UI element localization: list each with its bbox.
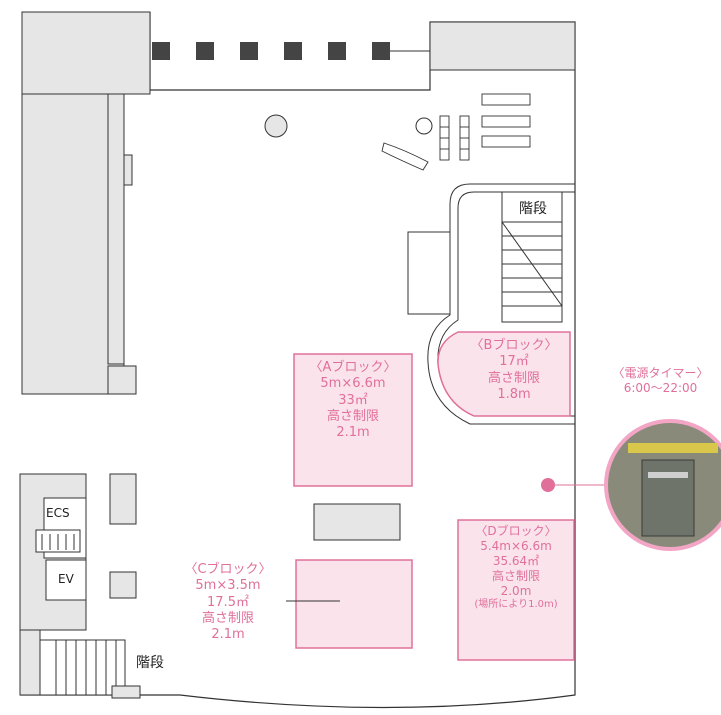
lower-left-structure [19,473,141,699]
block-a-dims: 5m×6.6m [320,376,386,392]
block-c-height-label: 高さ制限 [201,610,254,626]
power-timer-hours: 6:00〜22:00 [623,381,698,395]
block-a-label: 〈Aブロック〉 5m×6.6m 33㎡ 高さ制限 2.1m [294,360,412,441]
side-wall-panel [407,231,451,315]
block-c-height-value: 2.1m [211,627,245,642]
block-b-height-value: 1.8m [497,386,531,402]
column-row [152,42,430,60]
power-timer-marker [541,478,555,492]
block-b-area [437,331,571,417]
block-a-area: 33㎡ [338,392,368,408]
block-a-title: 〈Aブロック〉 [309,360,397,375]
upper-right-room [429,21,576,71]
block-d-dims: 5.4m×6.6m [480,539,552,553]
upper-stairs [501,191,563,323]
ev-label: EV [58,572,74,586]
counter [313,503,401,541]
block-a-height-label: 高さ制限 [326,408,379,424]
block-d-note: (場所により1.0m) [474,599,558,610]
block-a-area [293,353,413,487]
building-outline [20,12,576,709]
round-column [415,117,433,135]
block-b-area: 17㎡ [499,354,529,370]
block-b-title: 〈Bブロック〉 [470,338,558,353]
block-d-label: 〈Dブロック〉 5.4m×6.6m 35.64㎡ 高さ制限 2.0m (場所によ… [458,524,574,612]
block-b-height-label: 高さ制限 [487,370,540,386]
block-c-area [295,559,413,649]
stair-enclosure-outer [427,183,575,425]
block-b-label: 〈Bブロック〉 17㎡ 高さ制限 1.8m [458,338,570,403]
column-lower [109,571,137,599]
power-timer-title: 〈電源タイマー〉 [612,366,709,380]
seating-furniture [381,93,531,171]
block-c-label: 〈Cブロック〉 5m×3.5m 17.5㎡ 高さ制限 2.1m [172,562,284,643]
block-a-height-value: 2.1m [336,425,370,440]
column-lower [109,473,137,525]
block-c-dims: 5m×3.5m [195,578,261,594]
block-d-area: 35.64㎡ [492,554,540,568]
block-d-title: 〈Dブロック〉 [475,524,557,538]
block-c-area: 17.5㎡ [207,594,249,610]
block-d-height-value: 2.0m [500,584,532,598]
power-timer-label: 〈電源タイマー〉 6:00〜22:00 [600,366,721,396]
power-timer-photo [604,419,721,551]
block-d-area [457,519,575,661]
ecs-label: ECS [46,506,70,520]
left-wing-structure [21,11,151,395]
block-c-title: 〈Cブロック〉 [184,562,272,577]
block-d-height-label: 高さ制限 [491,569,540,583]
stairs-label-bottom: 階段 [136,655,164,671]
round-column [264,114,288,138]
stairs-label-top: 階段 [519,201,547,217]
